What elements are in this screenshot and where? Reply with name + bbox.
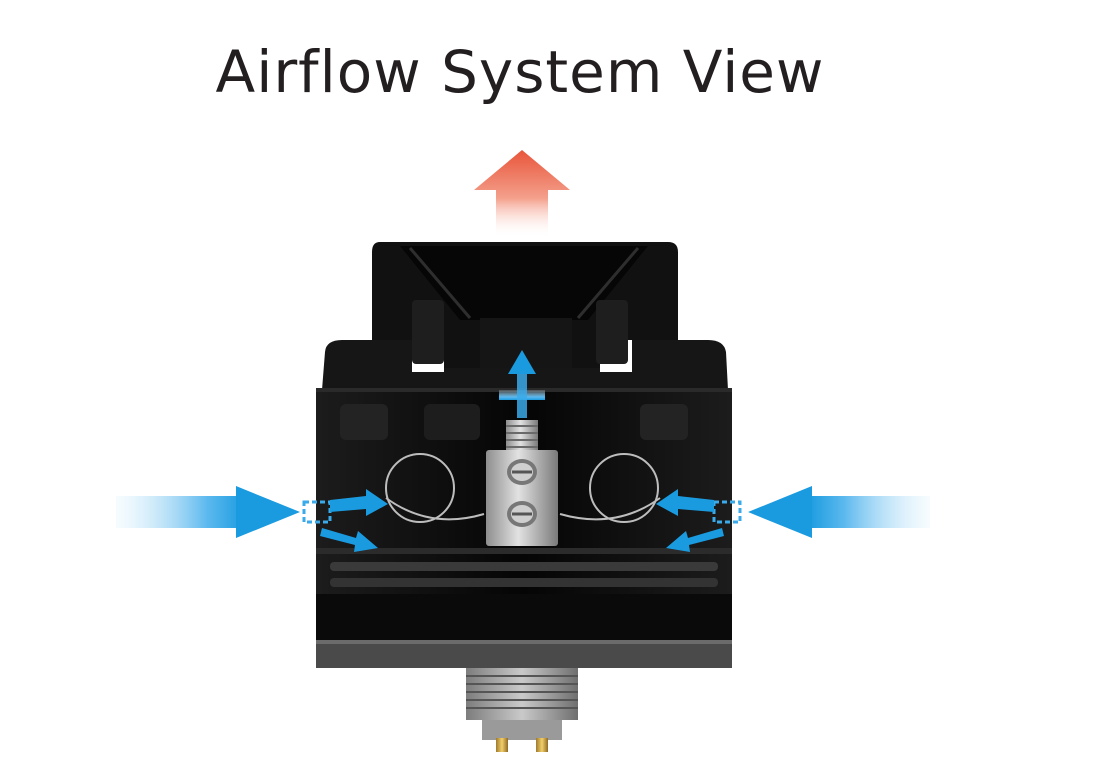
intake-arrow-left-side-arrow-right-icon xyxy=(116,486,300,538)
intake-arrow-right-side-arrow-left-icon xyxy=(748,486,930,538)
exhaust-arrow-up-icon xyxy=(474,150,570,238)
510-connector xyxy=(466,668,578,752)
